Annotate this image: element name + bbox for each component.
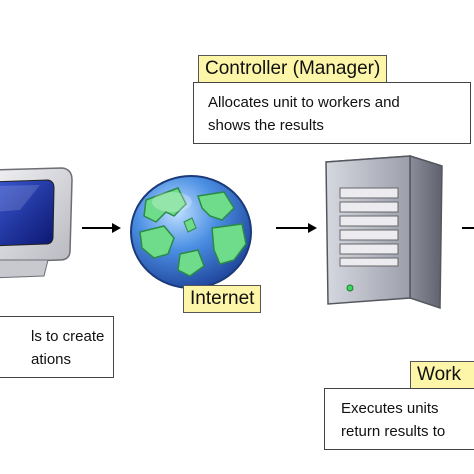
client-description: ls to create ations — [0, 316, 114, 378]
server-tower-icon — [325, 154, 443, 310]
globe-icon — [130, 175, 252, 289]
arrow-client-to-internet — [82, 223, 121, 233]
internet-label: Internet — [183, 285, 262, 313]
controller-description-line-1: Allocates unit to workers and — [208, 94, 400, 111]
worker-description-line-2: return results to — [341, 423, 446, 440]
worker-label: Work — [410, 361, 474, 389]
controller-description: Allocates unit to workers and shows the … — [193, 82, 471, 144]
worker-description: Executes units return results to — [324, 388, 474, 450]
client-description-line-1: ls to create — [31, 328, 105, 345]
controller-description-line-2: shows the results — [208, 117, 324, 134]
controller-label: Controller (Manager) — [198, 55, 388, 83]
arrow-controller-to-worker — [462, 227, 474, 229]
arrow-internet-to-controller — [276, 223, 317, 233]
desktop-monitor-icon — [0, 167, 73, 279]
worker-description-line-1: Executes units — [341, 400, 439, 417]
client-description-line-2: ations — [31, 351, 72, 368]
